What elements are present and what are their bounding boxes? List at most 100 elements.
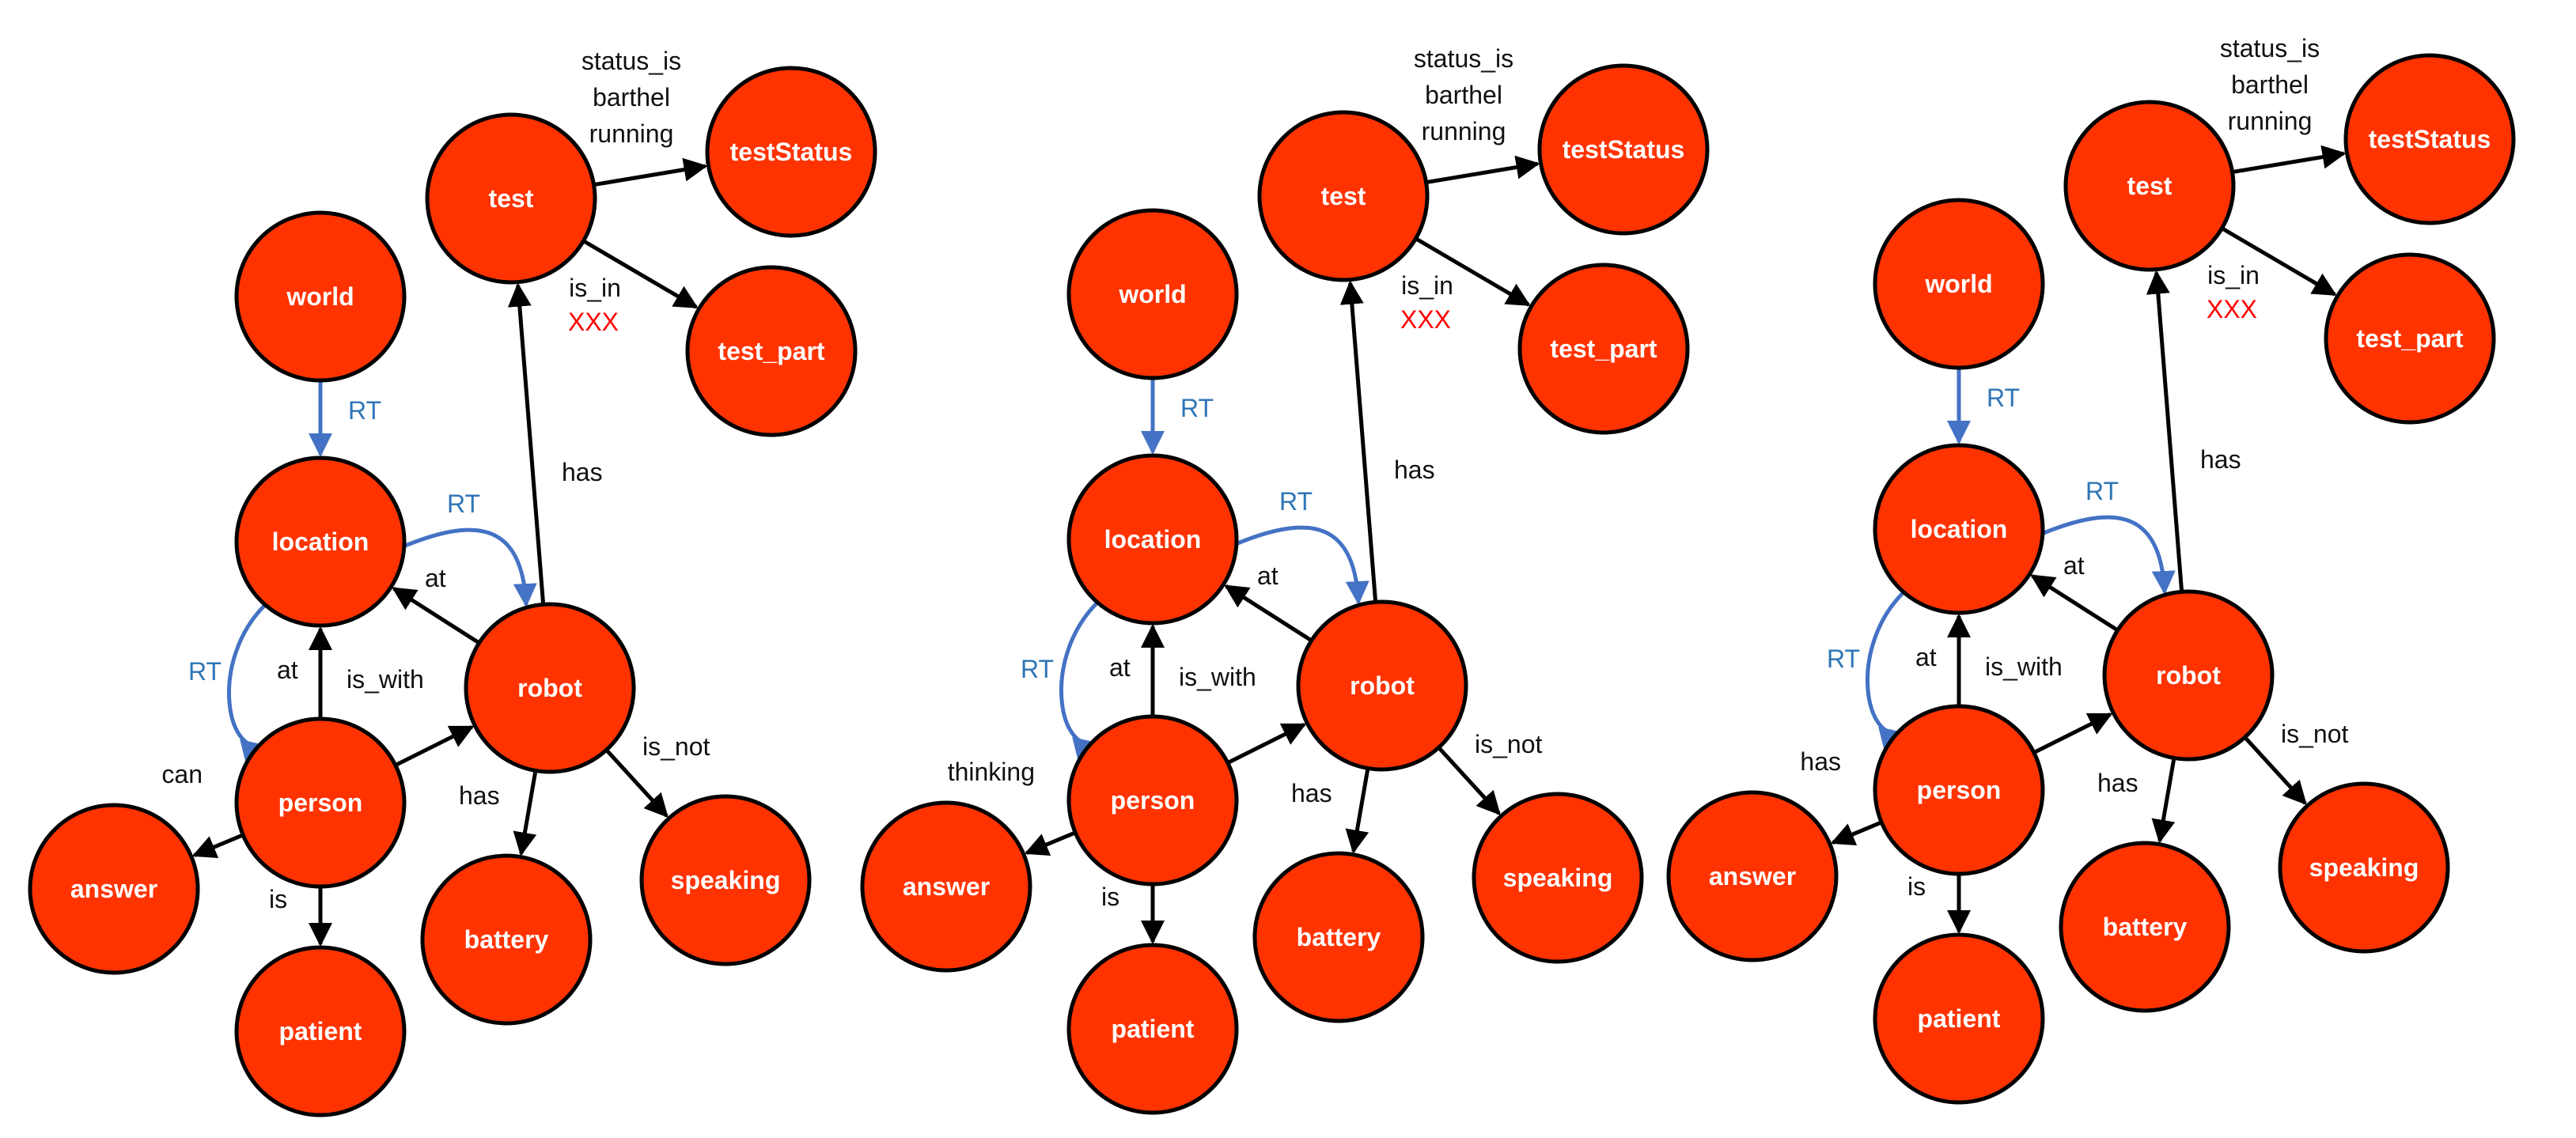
node-testStatus (1537, 63, 1710, 236)
node-label-test-part: test_part (718, 337, 825, 365)
edge-label-person-robot-is-with: is_with (347, 665, 424, 694)
node-label-answer: answer (70, 875, 157, 903)
edge-label-robot-test-has: has (562, 458, 603, 486)
node-test (2063, 100, 2236, 272)
node-label-speaking: speaking (1503, 864, 1613, 892)
node-label-patient: patient (279, 1017, 362, 1045)
edge-label-person-answer: thinking (948, 758, 1035, 786)
edge-test-teststatus (593, 157, 708, 187)
edge-label-xxx: XXX (568, 308, 619, 336)
node-label-robot: robot (517, 674, 582, 702)
node-label-test: test (489, 184, 534, 213)
edge-test-testpart (1415, 236, 1531, 307)
edge-robot-test (507, 282, 546, 605)
edge-test-teststatus (1426, 155, 1540, 185)
edge-label-location-person-rt: RT (1021, 655, 1054, 683)
edge-label-world-rt: RT (1180, 394, 1214, 422)
graph-panel-3: testtestStatustest_partworldlocationrobo… (1666, 34, 2516, 1105)
edge-label-person-location-at: at (277, 656, 298, 684)
node-label-person: person (1111, 786, 1195, 815)
edge-test-testpart (2221, 226, 2337, 297)
node-label-location: location (272, 527, 369, 556)
edge-robot-battery (2151, 758, 2176, 844)
edge-person-robot (394, 724, 475, 767)
node-label-testStatus: testStatus (730, 138, 853, 166)
node-location (1873, 443, 2045, 615)
edge-label-status-line3: running (2228, 107, 2313, 135)
edge-label-person-location-at: at (1915, 643, 1937, 671)
edge-person-answer (191, 833, 244, 859)
edge-test-testpart (582, 239, 699, 309)
edge-person-robot (1226, 722, 1307, 765)
node-person (234, 716, 407, 889)
node-label-testStatus: testStatus (2369, 125, 2491, 153)
edge-robot-test (1339, 280, 1378, 603)
node-label-robot: robot (1350, 671, 1415, 700)
node-person (1873, 704, 2045, 876)
edge-label-xxx: XXX (2207, 295, 2257, 323)
edge-label-location-robot-rt: RT (1279, 487, 1313, 516)
edge-label-robot-test-has: has (1394, 456, 1435, 484)
edge-label-person-patient-is: is (269, 885, 287, 913)
edge-label-robot-battery-has: has (1291, 779, 1332, 807)
edge-robot-speaking (604, 748, 669, 819)
edge-label-robot-battery-has: has (2097, 769, 2138, 797)
edge-label-person-answer: has (1800, 747, 1841, 776)
edge-label-is-in: is_in (2207, 261, 2260, 289)
edge-label-status-line2: barthel (1425, 81, 1502, 109)
node-label-battery: battery (2103, 913, 2188, 941)
edge-person-answer (1024, 830, 1077, 856)
node-location (1066, 453, 1239, 626)
node-patient (234, 945, 407, 1117)
edge-label-is-in: is_in (1401, 271, 1453, 300)
edge-robot-test (2146, 270, 2184, 592)
node-label-location: location (1911, 515, 2008, 543)
node-robot (2102, 589, 2275, 762)
node-location (234, 456, 407, 628)
node-test (1257, 110, 1430, 282)
node-speaking (2278, 781, 2450, 954)
edge-label-is-in: is_in (569, 274, 621, 302)
edge-location-person-rt (1866, 591, 1905, 750)
edge-robot-battery (1345, 768, 1370, 854)
node-label-robot: robot (2156, 661, 2221, 690)
edge-label-robot-test-has: has (2200, 445, 2241, 474)
edge-robot-speaking (1437, 746, 1501, 816)
edge-label-status-line3: running (1422, 117, 1506, 146)
edge-label-robot-speaking-is-not: is_not (2281, 720, 2349, 748)
edge-label-robot-location-at: at (425, 564, 446, 592)
node-test-part (2324, 252, 2496, 425)
node-battery (2059, 841, 2231, 1013)
node-testStatus (2343, 53, 2516, 225)
node-label-test-part: test_part (2356, 324, 2464, 353)
node-patient (1873, 932, 2045, 1105)
node-label-answer: answer (1709, 862, 1796, 890)
node-patient (1066, 943, 1239, 1115)
edge-label-status-line2: barthel (593, 83, 670, 112)
edge-label-xxx: XXX (1400, 305, 1451, 334)
edge-label-status-line3: running (589, 119, 674, 148)
edge-location-robot-rt (2037, 515, 2176, 595)
node-test (425, 112, 597, 285)
node-answer (860, 800, 1032, 973)
edge-label-robot-speaking-is-not: is_not (1475, 730, 1543, 758)
edge-robot-speaking (2243, 735, 2307, 806)
node-answer (28, 803, 200, 975)
node-test-part (685, 265, 858, 437)
node-world (234, 210, 407, 383)
node-robot (464, 602, 636, 774)
edge-label-person-patient-is: is (1907, 872, 1926, 901)
node-speaking (1472, 792, 1644, 964)
node-label-speaking: speaking (2309, 853, 2419, 882)
graph-panel-1: testtestStatustest_partworldlocationrobo… (28, 47, 877, 1117)
node-label-test-part: test_part (1550, 335, 1657, 363)
node-robot (1296, 599, 1468, 772)
edge-robot-battery (513, 770, 538, 856)
node-label-location: location (1104, 525, 1202, 554)
node-testStatus (705, 66, 877, 238)
node-label-world: world (1118, 280, 1186, 308)
edge-label-robot-location-at: at (1257, 561, 1279, 590)
node-label-test: test (1321, 182, 1366, 210)
node-battery (420, 853, 593, 1026)
